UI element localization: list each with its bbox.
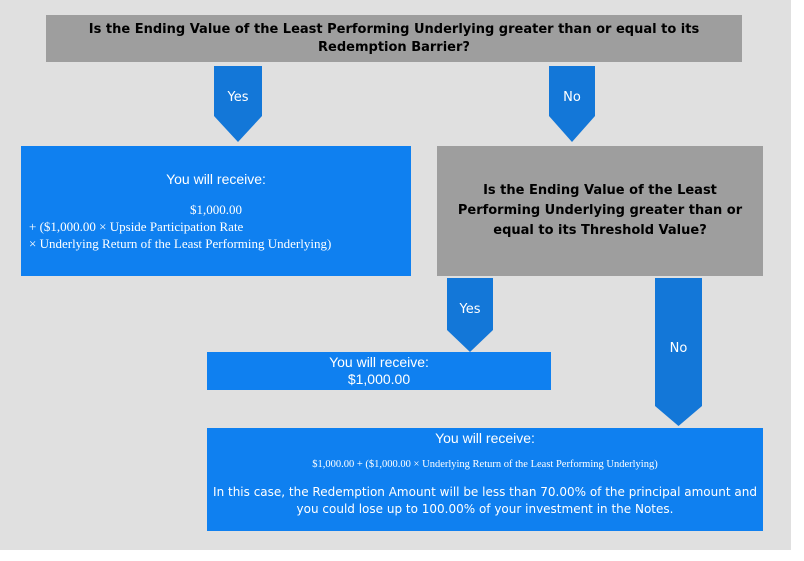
arrow-q1-no-label: No [563,90,581,105]
arrow-q1-yes [214,66,262,142]
result-upside-formula-line1: + ($1,000.00 × Upside Participation Rate [29,218,244,234]
result-upside-heading: You will receive: [166,170,266,187]
arrow-q1-no [549,66,595,142]
result-loss-heading: You will receive: [435,430,535,446]
question-redemption-barrier-text: Is the Ending Value of the Least Perform… [88,21,700,55]
arrow-q2-yes [447,278,493,352]
result-principal-amount: $1,000.00 [347,371,411,387]
arrow-q1-yes-label: Yes [227,90,249,105]
question-redemption-barrier: Is the Ending Value of the Least Perform… [46,15,742,62]
arrow-q2-yes-label: Yes [459,302,481,317]
result-loss-payout: You will receive: $1,000.00 + ($1,000.00… [207,428,763,531]
result-upside-formula-line2: × Underlying Return of the Least Perform… [29,235,332,251]
result-loss-note: In this case, the Redemption Amount will… [213,485,757,516]
result-upside-payout: You will receive: $1,000.00 + ($1,000.00… [21,146,411,276]
result-loss-formula: $1,000.00 + ($1,000.00 × Underlying Retu… [312,459,658,470]
result-principal-payout: You will receive: $1,000.00 [207,352,551,390]
question-threshold-value: Is the Ending Value of the Least Perform… [437,146,763,276]
flowchart-canvas: Is the Ending Value of the Least Perform… [0,0,791,550]
arrow-q2-no [655,278,702,426]
result-upside-amount: $1,000.00 [190,201,242,217]
arrow-q2-no-label: No [669,341,688,356]
result-principal-heading: You will receive: [329,354,429,370]
question-threshold-value-text: Is the Ending Value of the Least Perform… [457,183,743,238]
